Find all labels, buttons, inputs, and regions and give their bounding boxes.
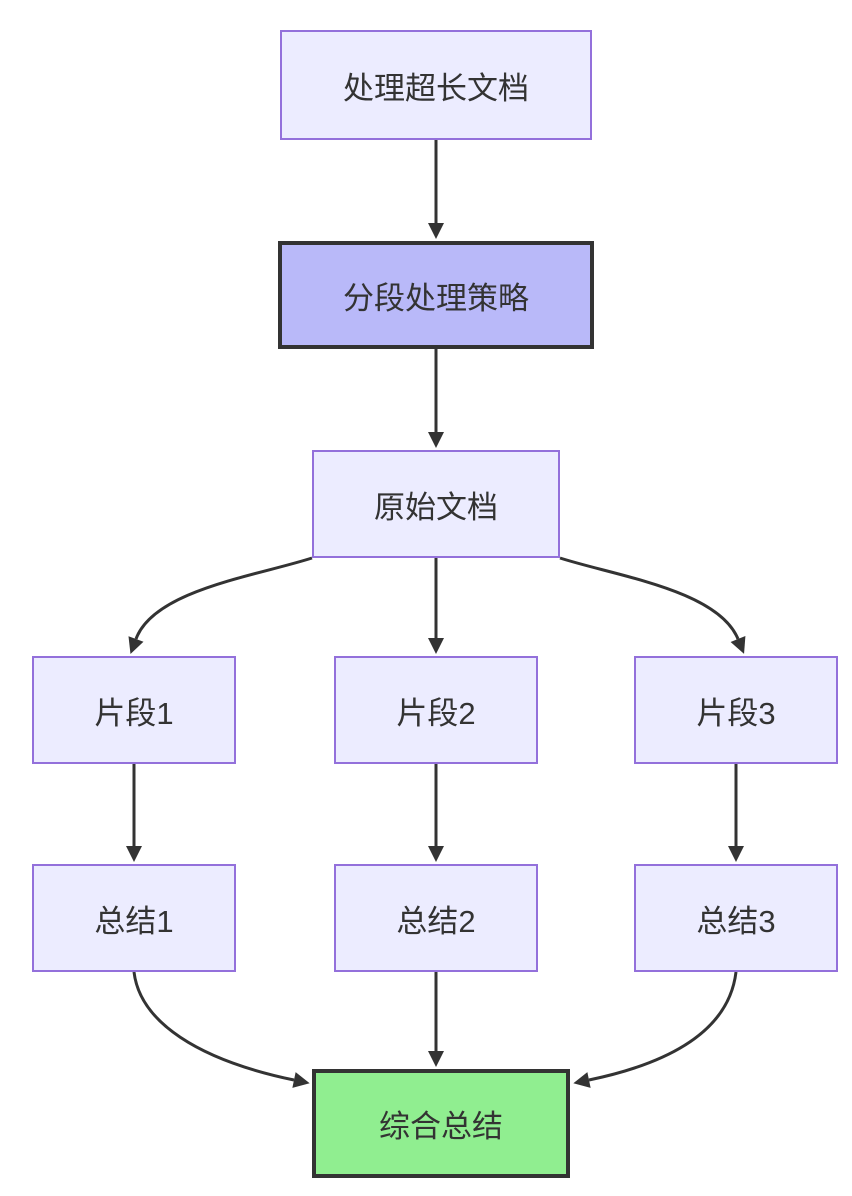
node-final-summary-label: 综合总结 (379, 1109, 503, 1144)
node-original-doc: 原始文档 (312, 450, 560, 558)
node-fragment-2: 片段2 (334, 656, 538, 764)
node-summary-3: 总结3 (634, 864, 838, 972)
node-fragment-3: 片段3 (634, 656, 838, 764)
node-segmentation-strategy-label: 分段处理策略 (343, 280, 529, 316)
node-fragment-3-label: 片段3 (696, 695, 776, 731)
node-summary-2: 总结2 (334, 864, 538, 972)
edge-summary-1-to-final (132, 971, 310, 1088)
edge-original-to-fragment-3 (559, 556, 746, 654)
node-original-doc-label: 原始文档 (374, 489, 498, 525)
node-fragment-1-label: 片段1 (94, 695, 174, 731)
node-final-summary: 综合总结 (312, 1069, 570, 1178)
node-fragment-2-label: 片段2 (396, 695, 476, 731)
edge-original-to-fragment-1 (128, 556, 313, 655)
node-summary-3-label: 总结3 (696, 903, 776, 939)
node-fragment-1: 片段1 (32, 656, 236, 764)
edge-summary-3-to-final (573, 971, 738, 1088)
node-summary-1: 总结1 (32, 864, 236, 972)
node-segmentation-strategy: 分段处理策略 (278, 241, 594, 349)
node-process-long-doc-label: 处理超长文档 (343, 70, 529, 106)
node-summary-2-label: 总结2 (396, 903, 476, 939)
node-process-long-doc: 处理超长文档 (280, 30, 592, 140)
node-summary-1-label: 总结1 (94, 903, 174, 939)
